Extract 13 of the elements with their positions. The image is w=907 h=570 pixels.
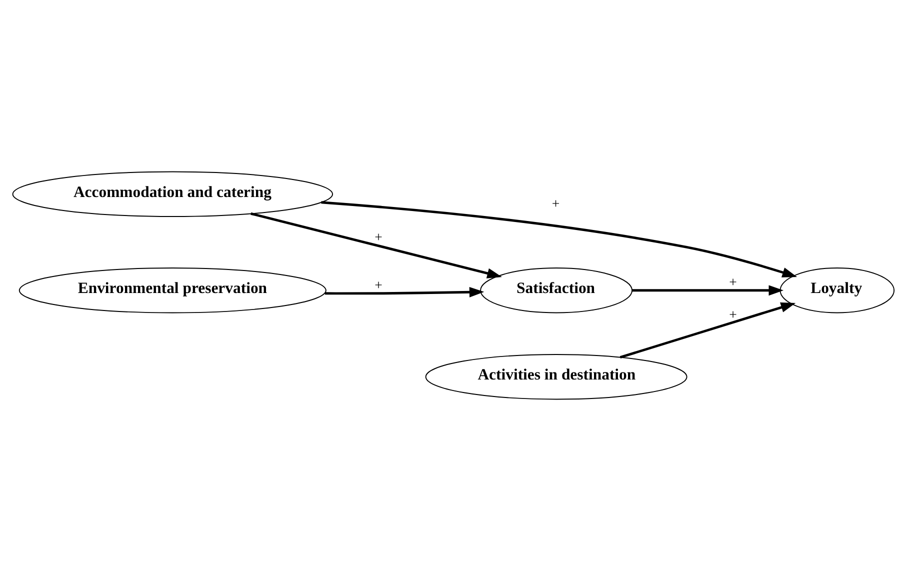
arrow [632,284,784,296]
edge-label: + [729,274,737,290]
edge-label: + [729,306,737,322]
edge-label: + [552,196,560,211]
arrow [321,200,798,277]
arrow [250,212,502,278]
node-ellipse: Activities in destination [425,354,688,400]
edge-label: + [374,228,382,244]
node-ellipse: Accommodation and catering [12,170,334,216]
arrow [620,302,796,358]
node-ellipse: Environmental preservation [18,267,326,313]
arrow [324,286,484,297]
edge-label: + [374,277,382,292]
